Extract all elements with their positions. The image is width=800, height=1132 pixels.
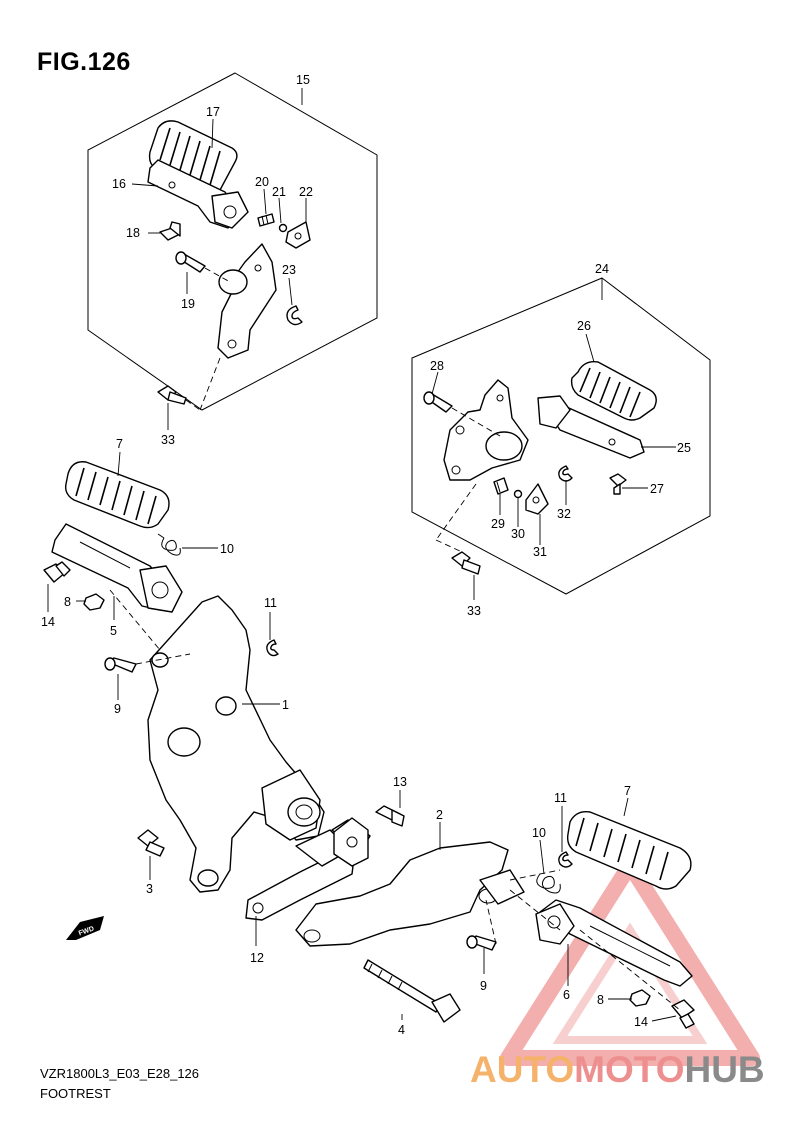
part-20-spring: [257, 213, 275, 227]
callout-8-left: 8: [64, 595, 71, 609]
part-9-pin-right: [466, 935, 497, 951]
part-32-e-clip: [558, 465, 573, 482]
callout-8-right: 8: [597, 993, 604, 1007]
section-name: FOOTREST: [40, 1086, 111, 1101]
assembly-15-outline: [87, 72, 378, 411]
part-8-nut-left: [83, 593, 105, 611]
part-10-spring-left: [157, 533, 181, 556]
callout-9-right: 9: [480, 979, 487, 993]
passenger-footrest-bracket-right: [443, 379, 529, 481]
part-18-bolt: [159, 221, 181, 241]
model-code: VZR1800L3_E03_E28_126: [40, 1066, 200, 1081]
callout-25: 25: [677, 441, 691, 455]
part-27-bolt: [609, 473, 627, 495]
part-6-footrest-right: [535, 899, 693, 987]
callout-4: 4: [398, 1023, 405, 1037]
figure-title: FIG.126: [37, 48, 131, 76]
assembly-24-group: [411, 277, 711, 600]
part-11-e-clip-right: [558, 851, 573, 868]
callout-32: 32: [557, 507, 571, 521]
part-7-footrest-rubber-left: [64, 461, 170, 529]
part-16-footpeg: [147, 159, 249, 229]
callout-18: 18: [126, 226, 140, 240]
bracket-plate: [333, 817, 369, 867]
watermark-text-hub: HUB: [684, 1049, 764, 1090]
callout-13: 13: [393, 775, 407, 789]
callout-6: 6: [563, 988, 570, 1002]
part-29-spring: [493, 477, 509, 495]
callout-15: 15: [296, 73, 310, 87]
callout-30: 30: [511, 527, 525, 541]
callout-14-left: 14: [41, 615, 55, 629]
callout-20: 20: [255, 175, 269, 189]
part-1-main-bracket: [147, 595, 325, 893]
part-7-footrest-rubber-right: [566, 811, 692, 890]
callout-29: 29: [491, 517, 505, 531]
callout-16: 16: [112, 177, 126, 191]
fwd-arrow-icon: [66, 916, 104, 940]
callout-9-left: 9: [114, 702, 121, 716]
part-9-pin-left: [104, 657, 137, 673]
callout-7-right: 7: [624, 784, 631, 798]
callout-23: 23: [282, 263, 296, 277]
callout-24: 24: [595, 262, 609, 276]
part-11-e-clip-left: [266, 639, 279, 657]
callout-26: 26: [577, 319, 591, 333]
callout-1: 1: [282, 698, 289, 712]
part-33-flange-bolt-left: [157, 385, 187, 405]
part-22-plate: [285, 221, 311, 249]
callout-21: 21: [272, 185, 286, 199]
callout-10-right: 10: [532, 826, 546, 840]
part-23-e-clip: [286, 305, 303, 326]
passenger-footrest-bracket-left: [217, 243, 277, 359]
part-21-ball: [278, 223, 288, 233]
callout-12: 12: [250, 951, 264, 965]
assembly-24-outline: [411, 277, 711, 595]
callout-31: 31: [533, 545, 547, 559]
callout-33-left: 33: [161, 433, 175, 447]
part-13-bolt: [375, 805, 405, 827]
part-5-footrest-left: [51, 523, 183, 613]
part-31-plate: [525, 483, 549, 515]
part-14-bolt-left: [43, 561, 71, 583]
part-14-bolt-right: [671, 999, 695, 1029]
part-26-footpeg-rubber: [570, 361, 657, 421]
part-2-shift-arm: [295, 841, 525, 947]
watermark-text-moto: MOTO: [574, 1049, 684, 1090]
callout-19: 19: [181, 297, 195, 311]
part-8-nut-right: [629, 989, 651, 1007]
callout-27: 27: [650, 482, 664, 496]
part-4-long-bolt: [363, 959, 461, 1023]
watermark-logo: [500, 857, 760, 1066]
part-10-spring-right: [536, 873, 561, 894]
callout-7-left: 7: [116, 437, 123, 451]
callout-33-right: 33: [467, 604, 481, 618]
callout-11-left: 11: [264, 596, 277, 610]
callout-2: 2: [436, 808, 443, 822]
callout-5: 5: [110, 624, 117, 638]
part-25-footpeg: [537, 395, 645, 459]
callout-28: 28: [430, 359, 444, 373]
part-3-flange-bolt: [137, 829, 165, 857]
part-30-ball: [513, 489, 523, 499]
callout-22: 22: [299, 185, 313, 199]
watermark-text-auto: AUTO: [470, 1049, 574, 1090]
callout-labels: 15 17 16 20 21 22 18 19 23 33 24 26 28 2…: [41, 73, 691, 1037]
watermark-text: AUTOMOTOHUB: [470, 1049, 765, 1090]
callout-17: 17: [206, 105, 220, 119]
callout-11-right: 11: [554, 791, 567, 805]
callout-3: 3: [146, 882, 153, 896]
part-19-pin: [175, 251, 206, 273]
assembly-15-group: [87, 72, 378, 430]
callout-10-left: 10: [220, 542, 234, 556]
callout-14-right: 14: [634, 1015, 648, 1029]
part-28-pin: [423, 391, 453, 413]
main-footrest-group: FWD: [43, 451, 695, 1029]
part-33-flange-bolt-right: [451, 551, 481, 575]
